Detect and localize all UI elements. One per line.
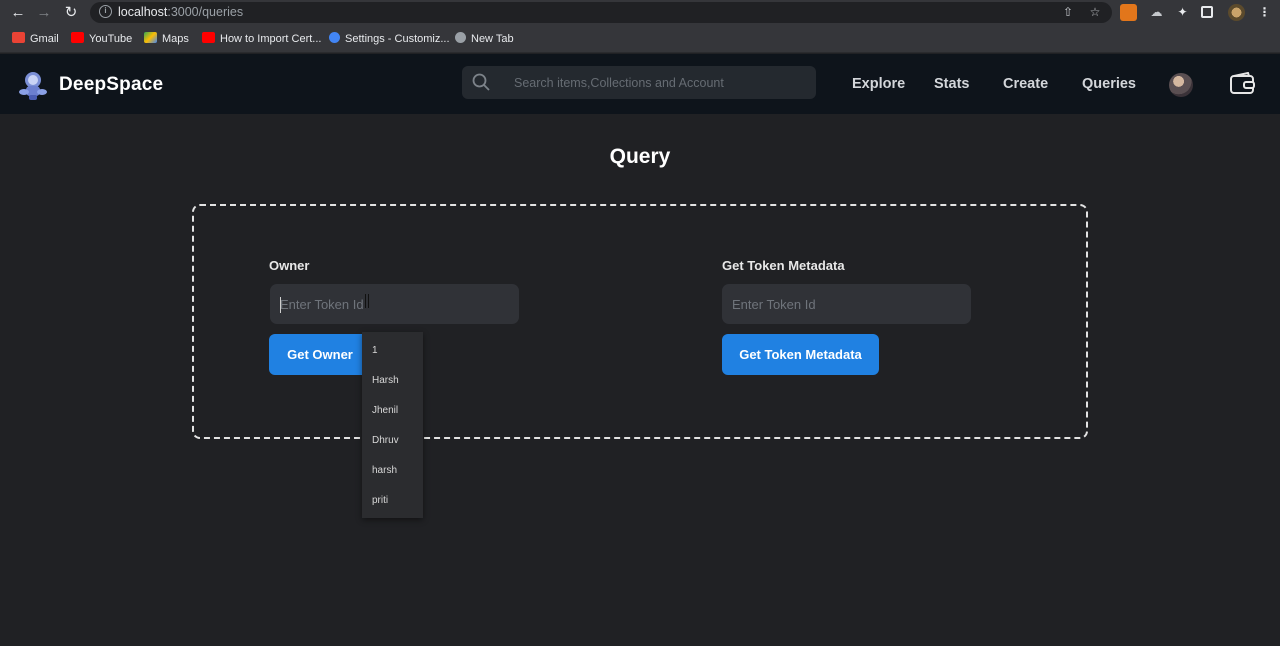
bookmark-label: How to Import Cert... [220,33,322,45]
bookmark-label: Settings - Customiz... [345,33,450,45]
bookmark-youtube[interactable]: YouTube [71,32,132,48]
autocomplete-option[interactable]: priti [372,495,389,506]
reload-icon[interactable]: ↻ [64,4,78,21]
cloud-extension-icon[interactable]: ☁ [1150,5,1163,19]
nav-queries[interactable]: Queries [1082,76,1136,92]
bookmarks-bar: Gmail YouTube Maps How to Import Cert...… [0,26,1280,53]
gmail-icon [12,32,25,43]
query-panel [192,204,1088,439]
globe-icon [455,32,466,43]
autocomplete-option[interactable]: Dhruv [372,435,399,446]
page-body: Query Owner Get Owner Get Token Metadata… [0,114,1280,646]
bookmark-label: YouTube [89,33,133,45]
bookmark-settings[interactable]: Settings - Customiz... [329,32,450,48]
owner-label: Owner [269,258,310,273]
metadata-label: Get Token Metadata [722,258,845,273]
owner-token-input[interactable] [270,284,519,324]
browser-toolbar: ← → ↻ i localhost:3000/queries ⇧ ☆ ☁ ✦ ⋮ [0,0,1280,26]
browser-menu-icon[interactable]: ⋮ [1258,5,1271,19]
autocomplete-option[interactable]: Jhenil [372,405,399,416]
get-owner-button[interactable]: Get Owner [269,334,371,375]
nav-stats[interactable]: Stats [934,76,970,92]
nav-explore[interactable]: Explore [852,76,906,92]
search-icon [472,73,490,91]
autocomplete-dropdown: 1 Harsh Jhenil Dhruv harsh priti [362,332,423,518]
url-path: :3000/queries [167,5,244,19]
get-token-metadata-button[interactable]: Get Token Metadata [722,334,879,375]
bookmark-import-cert[interactable]: How to Import Cert... [202,32,321,48]
bookmark-label: Maps [162,33,189,45]
autocomplete-option[interactable]: Harsh [372,375,399,386]
wallet-icon[interactable] [1229,72,1256,96]
brand-name[interactable]: DeepSpace [59,74,164,95]
nav-create[interactable]: Create [1003,76,1049,92]
forward-arrow-icon[interactable]: → [36,4,52,21]
url-host: localhost [118,5,168,19]
bookmark-label: New Tab [471,33,514,45]
search-bar[interactable]: Search items,Collections and Account [462,66,816,99]
address-bar[interactable]: i localhost:3000/queries ⇧ ☆ [90,2,1112,23]
extensions-puzzle-icon[interactable]: ✦ [1177,5,1188,19]
bookmark-gmail[interactable]: Gmail [12,32,59,48]
page-title: Query [609,145,671,168]
site-info-icon[interactable]: i [99,5,112,18]
bookmark-label: Gmail [30,33,59,45]
maps-icon [144,32,157,43]
url-text: localhost:3000/queries [118,5,243,19]
metadata-token-input[interactable] [722,284,971,324]
sidebar-toggle-icon[interactable] [1201,6,1213,18]
settings-gear-icon [329,32,340,43]
bookmark-maps[interactable]: Maps [144,32,189,48]
share-icon[interactable]: ⇧ [1062,5,1074,19]
youtube-icon [71,32,84,43]
bookmark-new-tab[interactable]: New Tab [455,32,514,48]
text-caret [280,297,281,313]
ibeam-cursor-icon [365,294,369,308]
youtube-icon [202,32,215,43]
search-input[interactable]: Search items,Collections and Account [514,76,724,90]
bookmark-star-icon[interactable]: ☆ [1089,5,1101,19]
profile-avatar-icon[interactable] [1228,4,1245,21]
astronaut-logo-icon[interactable] [16,68,50,102]
autocomplete-option[interactable]: 1 [372,345,378,356]
autocomplete-option[interactable]: harsh [372,465,398,476]
metamask-extension-icon[interactable] [1120,4,1137,21]
app-navbar: DeepSpace Search items,Collections and A… [0,54,1280,114]
user-avatar[interactable] [1169,73,1193,97]
back-arrow-icon[interactable]: ← [10,4,26,21]
